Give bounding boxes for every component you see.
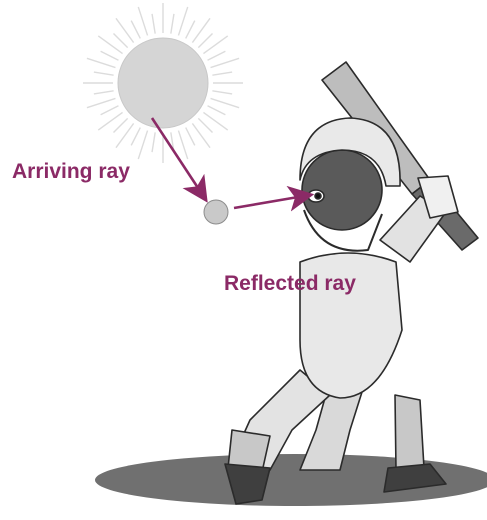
sun-ray [87,98,116,107]
back-pad [395,395,424,470]
sun-ray [138,7,147,36]
sun-ray [208,106,226,115]
sun-ray [198,118,212,132]
sun-ray [171,14,174,34]
sun-ray [186,128,195,146]
sun-ray [114,34,128,48]
sun-ray [211,58,240,67]
sun-ray [138,131,147,160]
sun-ray [212,72,232,75]
sun-ray [94,72,114,75]
sun-ray [198,34,212,48]
sun-ray [208,51,226,60]
reflected-ray-arrow [234,196,304,208]
sun-ray [101,51,119,60]
sun-ray [131,21,140,39]
sun-ray [211,98,240,107]
reflected-ray-label: Reflected ray [224,273,356,294]
sun-ray [87,58,116,67]
sun-ray [152,14,155,34]
sun-icon [83,3,243,163]
sun-ray [178,7,187,36]
sun-ray [131,128,140,146]
sun-ray [178,131,187,160]
arriving-ray-arrow [152,118,202,194]
sun-ray [212,91,232,94]
sun-ray [186,21,195,39]
sun-ray [114,118,128,132]
arriving-ray-label: Arriving ray [12,161,130,182]
sun-ray [152,132,155,152]
sun-ray [94,91,114,94]
cricket-ball-icon [204,200,228,224]
sun-ray [101,106,119,115]
